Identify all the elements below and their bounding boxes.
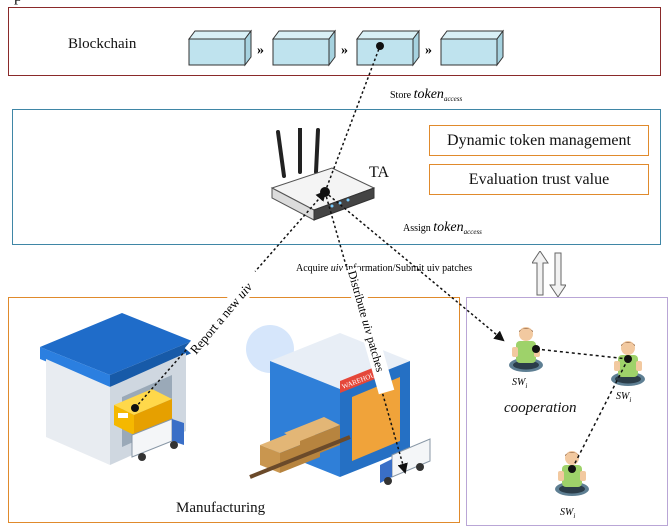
svg-text:Distribute uiv patches: Distribute uiv patches	[345, 269, 387, 374]
top-clipped-text: p	[14, 0, 22, 6]
cooperation-workers: SWi SWi SWi	[509, 327, 645, 520]
report-source-node	[131, 404, 139, 412]
blockchain-chain: » » »	[188, 30, 504, 66]
distribute-uiv-label: Distribute uiv patches	[343, 266, 395, 395]
store-token-label: Store tokenaccess	[390, 87, 462, 103]
manufacturing-label: Manufacturing	[176, 500, 266, 516]
blockchain-label: Blockchain	[68, 36, 137, 52]
assign-token-line	[324, 191, 505, 342]
cargo-boxes-left	[114, 389, 172, 435]
ta-panel	[12, 109, 661, 245]
function-evaluation-trust-value: Evaluation trust value	[429, 164, 649, 195]
coop-link-2-3	[571, 358, 629, 470]
cooperation-label: cooperation	[504, 400, 577, 416]
chain-link-2: »	[341, 43, 348, 58]
svg-text:»: »	[341, 43, 348, 58]
truck-left	[131, 418, 184, 461]
svg-text:Report a new uiv: Report a new uiv	[187, 279, 255, 357]
svg-text:»: »	[257, 43, 264, 58]
bidirectional-arrows	[532, 251, 566, 297]
report-uiv-label: Report a new uiv	[184, 268, 265, 360]
worker-1-label: SWi	[512, 377, 527, 390]
worker-2-label: SWi	[616, 391, 631, 404]
blockchain-node	[376, 42, 384, 50]
store-token-line	[324, 45, 381, 193]
worker-3-node	[568, 465, 576, 473]
function-dynamic-token-management: Dynamic token management	[429, 125, 649, 156]
worker-3-label: SWi	[560, 507, 575, 520]
router-icon	[270, 128, 376, 221]
chain-link-1: »	[257, 43, 264, 58]
chain-link-3: »	[425, 43, 432, 58]
svg-text:»: »	[425, 43, 432, 58]
assign-token-label: Assign tokenaccess	[403, 220, 482, 236]
blockchain-panel	[8, 7, 661, 76]
acquire-submit-label: Acquire uiv information/Submit uiv patch…	[296, 263, 472, 274]
worker-1-node	[532, 345, 540, 353]
factory-illustration	[40, 313, 192, 465]
cargo-boxes-right	[249, 417, 351, 479]
worker-2-node	[624, 355, 632, 363]
ta-label: TA	[369, 164, 390, 181]
